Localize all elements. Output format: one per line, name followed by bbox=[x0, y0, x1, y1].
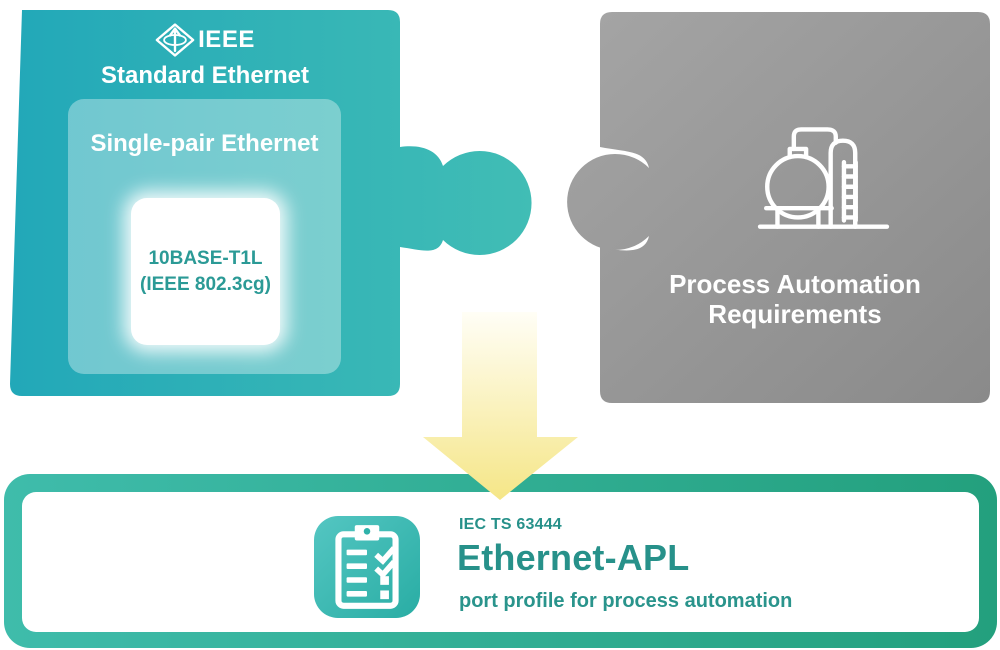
process-automation-line1: Process Automation bbox=[669, 269, 921, 299]
single-pair-ethernet-title: Single-pair Ethernet bbox=[90, 130, 319, 157]
ethernet-apl-title: Ethernet-APL bbox=[457, 537, 690, 578]
10base-t1l-chip: 10BASE-T1L (IEEE 802.3cg) bbox=[131, 198, 280, 345]
chip-line1: 10BASE-T1L bbox=[148, 247, 263, 269]
process-automation-line2: Requirements bbox=[708, 299, 882, 329]
ieee-logo-icon bbox=[155, 23, 195, 57]
down-arrow-icon bbox=[423, 312, 578, 500]
process-automation-label: Process Automation Requirements bbox=[600, 269, 990, 329]
industrial-plant-icon bbox=[757, 127, 890, 229]
ieee-brand-label: IEEE bbox=[198, 26, 255, 53]
clipboard-checklist-icon bbox=[314, 516, 420, 618]
chip-line2: (IEEE 802.3cg) bbox=[140, 273, 271, 295]
iec-spec-label: IEC TS 63444 bbox=[459, 516, 562, 533]
ieee-brand-row: IEEE bbox=[10, 21, 400, 59]
standard-ethernet-title: Standard Ethernet bbox=[100, 62, 310, 89]
ethernet-apl-bar-inner bbox=[22, 492, 979, 632]
port-profile-subtitle: port profile for process automation bbox=[459, 590, 793, 612]
